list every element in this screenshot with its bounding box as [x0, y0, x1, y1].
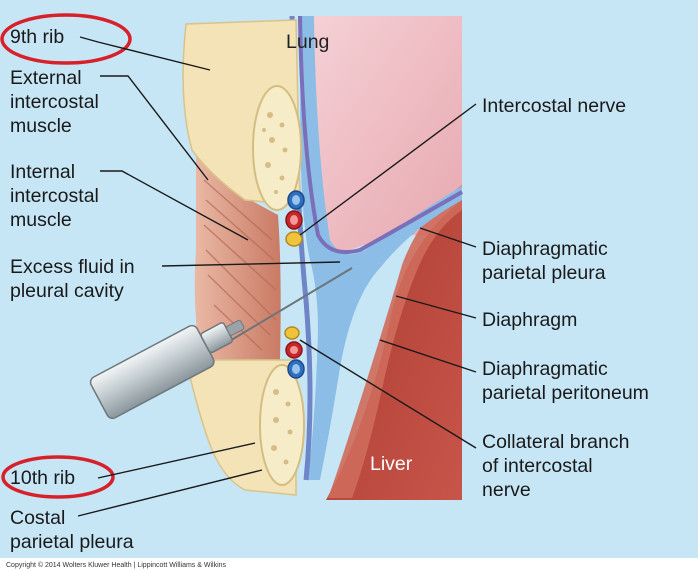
label-diaphragmatic-parietal-peritoneum: Diaphragmatic parietal peritoneum: [482, 358, 649, 404]
label-diaphragmatic-parietal-pleura: Diaphragmatic parietal pleura: [482, 238, 608, 284]
muscle-fibers: [203, 179, 277, 351]
syringe: [89, 319, 245, 420]
label-internal-intercostal-muscle: Internal intercostal muscle: [10, 161, 99, 231]
lung-region: [300, 16, 462, 250]
lower-neurovascular-bundle: [284, 326, 305, 379]
highlight-ring-10th-rib: [1, 455, 115, 499]
needle: [227, 267, 353, 343]
rib-10-cross-section: [259, 364, 305, 486]
label-external-intercostal-muscle: External intercostal muscle: [10, 67, 99, 137]
highlight-ring-9th-rib: [0, 13, 132, 65]
label-intercostal-nerve: Intercostal nerve: [482, 95, 627, 117]
label-diaphragm: Diaphragm: [482, 309, 578, 331]
leader-lines-left: [77, 36, 341, 517]
rib-9-cross-section: [252, 85, 302, 211]
intercostal-muscle: [194, 140, 281, 360]
copyright-notice: Copyright © 2014 Wolters Kluwer Health |…: [6, 562, 227, 569]
upper-neurovascular-bundle: [285, 190, 305, 247]
liver-label: Liver: [370, 453, 413, 475]
label-excess-fluid: Excess fluid in pleural cavity: [10, 256, 135, 302]
lung-label: Lung: [286, 31, 330, 53]
leader-lines-right: [299, 103, 477, 449]
rib-10-marrow: [271, 389, 293, 465]
label-9th-rib: 9th rib: [10, 26, 65, 48]
visceral-pleura-line: [298, 15, 463, 255]
label-costal-parietal-pleura: Costal parietal pleura: [10, 507, 134, 553]
diaphragm-band: [328, 185, 462, 498]
pleural-cavity-fluid: [300, 16, 462, 480]
label-10th-rib: 10th rib: [10, 467, 76, 489]
label-collateral-branch: Collateral branch of intercostal nerve: [482, 431, 630, 501]
rib-9-marrow: [262, 112, 288, 194]
